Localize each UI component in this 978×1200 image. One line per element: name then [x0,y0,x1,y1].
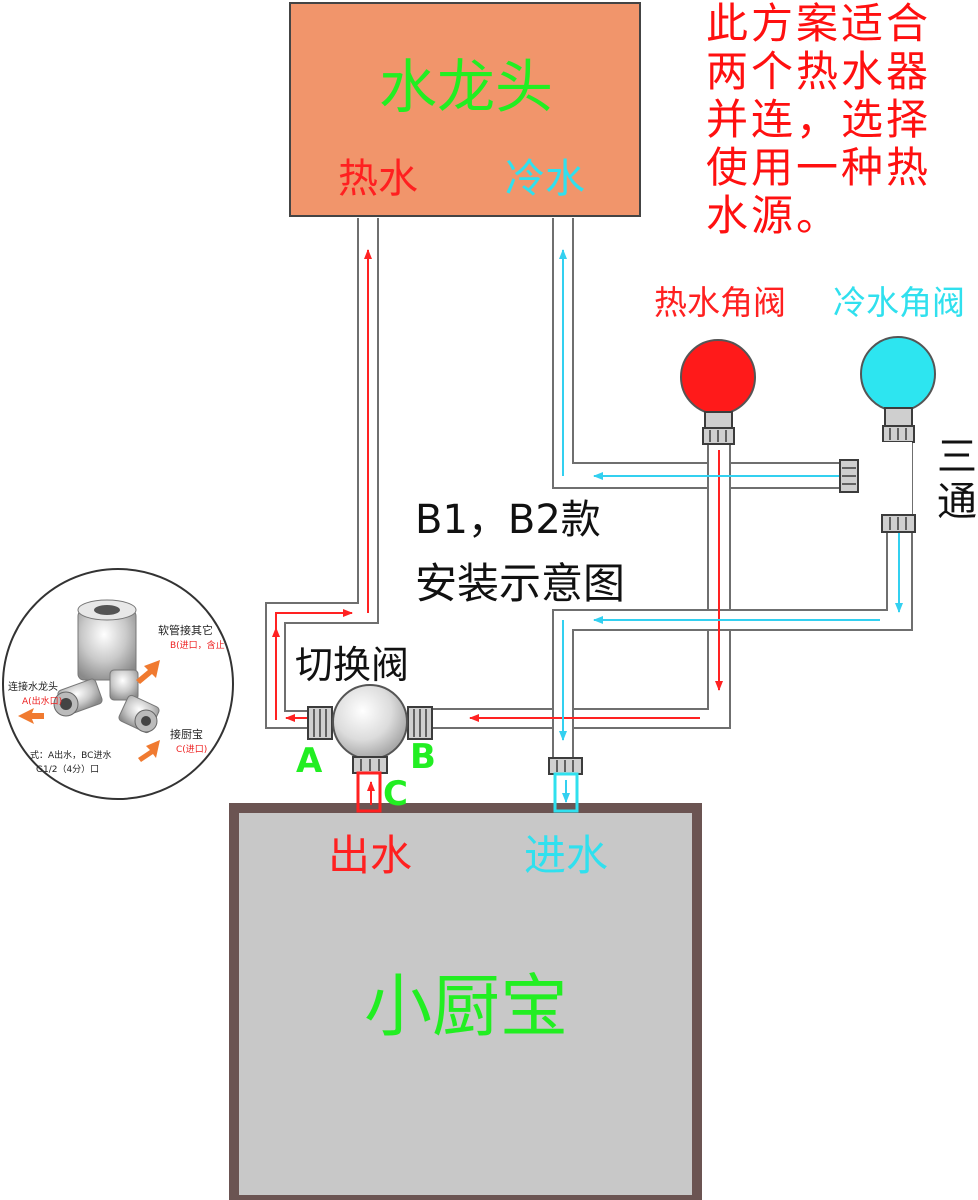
note-line-5: 水源。 [706,191,841,240]
hot-supply-pipe [428,445,731,729]
arrow-b-icon [136,660,160,684]
port-c-label: C [383,774,408,814]
cold-to-faucet-pipe [552,218,845,489]
heater-box [229,803,702,1200]
faucet-title: 水龙头 [379,53,553,121]
hot-angle-valve-label: 热水角阀 [654,283,786,322]
heater-inlet-label: 进水 [524,831,608,880]
cold-flow-arrows [559,249,903,803]
hot-flow-arrows [272,249,723,805]
tee-label-1: 三 [937,434,977,480]
inset-label-bottom-1: 式：A出水，BC进水 [30,749,111,761]
inlet-marker [553,772,579,813]
arrow-c-icon [138,740,160,762]
heater-outlet-label: 出水 [328,831,412,880]
arrow-a-icon [18,708,44,724]
hot-valve-handle [680,339,756,415]
inset-label-bottom-2: G1/2（4分）口 [36,764,99,775]
tee-fitting [839,442,916,533]
inset-label-top-sub: B(进口，含止 [170,639,225,651]
inset-label-top: 软管接其它 [158,623,213,637]
hot-angle-valve [680,339,756,445]
note-text: 此方案适合 两个热水器 并连，选择 使用一种热 水源。 [706,0,931,240]
valve-photo-inset: 软管接其它 B(进口，含止 连接水龙头 A(出水口) 接厨宝 C(进口) 式：A… [2,568,234,800]
note-line-1: 此方案适合 [706,0,931,48]
tee-label-2: 通 [937,479,977,525]
hot-to-faucet-pipe [265,218,379,729]
switch-valve [307,684,433,774]
port-a-label: A [296,741,323,781]
switch-valve-label: 切换阀 [295,643,409,687]
cold-angle-valve [860,336,936,443]
heater-title: 小厨宝 [364,968,568,1047]
inset-label-right-sub: C(进口) [176,744,207,755]
switch-valve-body [332,684,408,760]
heater-inlet-fitting [548,757,583,813]
port-b-label: B [410,737,436,777]
faucet-box [289,2,641,217]
model-label: B1，B2款 [415,497,601,543]
cold-valve-handle [860,336,936,412]
note-line-4: 使用一种热 [706,143,931,192]
cold-angle-valve-label: 冷水角阀 [833,283,965,322]
diagram-caption: 安装示意图 [415,559,625,608]
inset-label-right: 接厨宝 [170,727,203,741]
faucet-cold-label: 冷水 [505,156,585,202]
note-line-3: 并连，选择 [706,95,931,144]
valve-photo [53,599,160,734]
inset-label-left-sub: A(出水口) [22,695,62,707]
inset-label-left: 连接水龙头 [8,680,58,693]
note-line-2: 两个热水器 [706,47,931,96]
port-c-outlet-marker [356,771,382,813]
faucet-hot-label: 热水 [338,156,418,202]
